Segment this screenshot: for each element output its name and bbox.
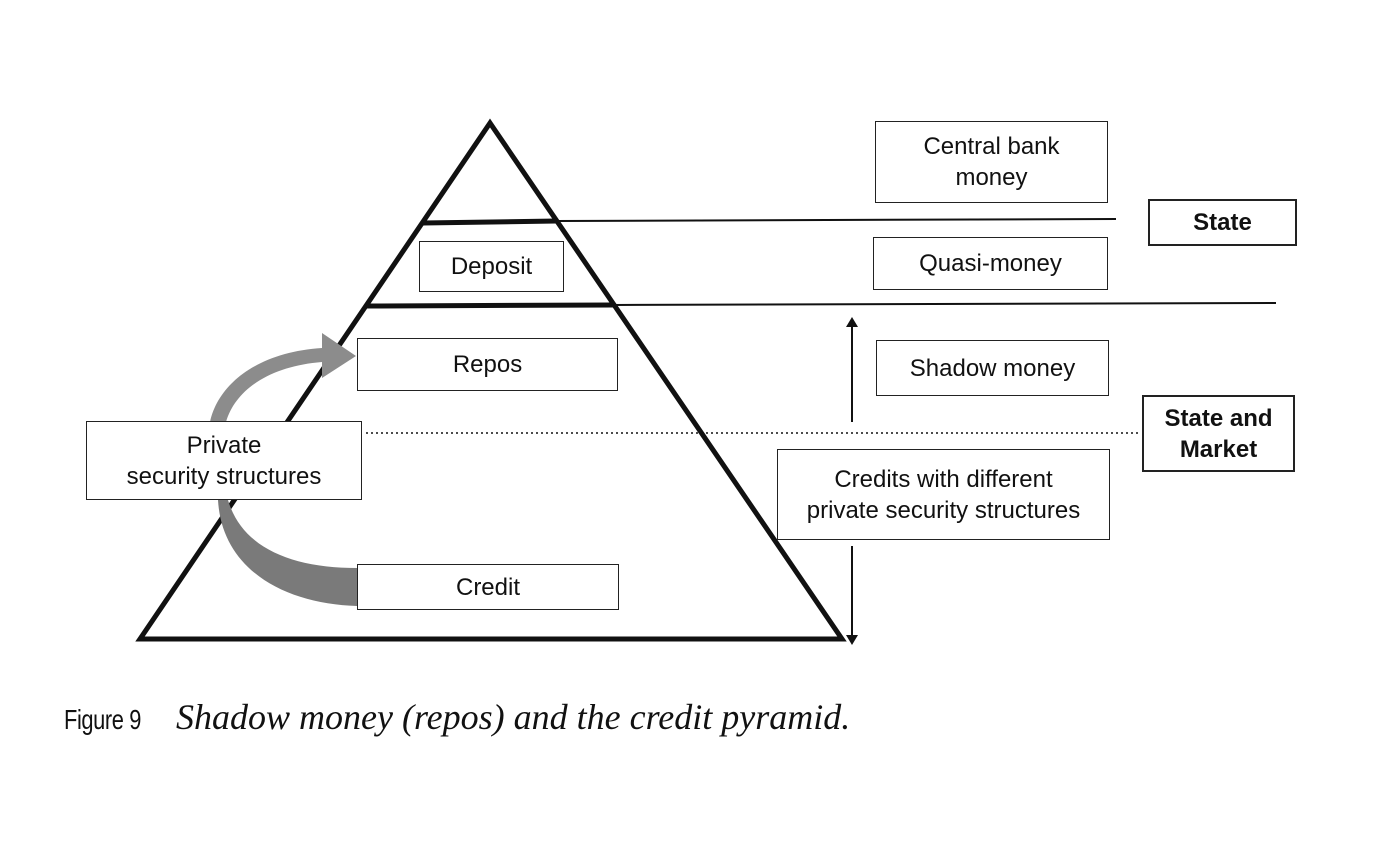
pyramid-divider-upper: [422, 218, 558, 226]
central-bank-money-box: Central bank money: [875, 121, 1108, 203]
credits-structures-box: Credits with different private security …: [777, 449, 1110, 540]
shadow-money-label: Shadow money: [909, 354, 1076, 382]
central-bank-money-label: Central bank money: [923, 133, 1060, 191]
quasi-money-boundary-line: [612, 302, 1277, 306]
credit-to-security-curved-arrow: [218, 500, 357, 606]
pyramid-outline: [135, 118, 847, 642]
pyramid-divider-lower: [366, 302, 614, 309]
state-and-market-label: State and Market: [1164, 404, 1273, 463]
state-and-market-box: State and Market: [1142, 395, 1295, 472]
private-security-box: Private security structures: [86, 421, 362, 500]
credit-box: Credit: [357, 564, 619, 610]
security-to-repos-curved-arrow: [210, 333, 356, 422]
repos-label: Repos: [452, 351, 523, 378]
deposit-box: Deposit: [419, 241, 564, 292]
private-security-label: Private security structures: [126, 431, 322, 490]
figure-number: Figure 9: [64, 704, 142, 735]
figure-caption: Figure 9 Shadow money (repos) and the cr…: [64, 696, 850, 744]
state-box: State: [1148, 199, 1297, 246]
shadow-money-box: Shadow money: [876, 340, 1109, 396]
deposit-label: Deposit: [450, 253, 533, 280]
quasi-money-label: Quasi-money: [919, 250, 1062, 277]
credit-label: Credit: [455, 573, 521, 601]
figure-title: Shadow money (repos) and the credit pyra…: [176, 697, 851, 737]
state-boundary-line: [556, 218, 1117, 222]
repos-box: Repos: [357, 338, 618, 391]
state-label: State: [1193, 209, 1252, 236]
quasi-money-box: Quasi-money: [873, 237, 1108, 290]
credits-structures-label: Credits with different private security …: [806, 465, 1081, 524]
